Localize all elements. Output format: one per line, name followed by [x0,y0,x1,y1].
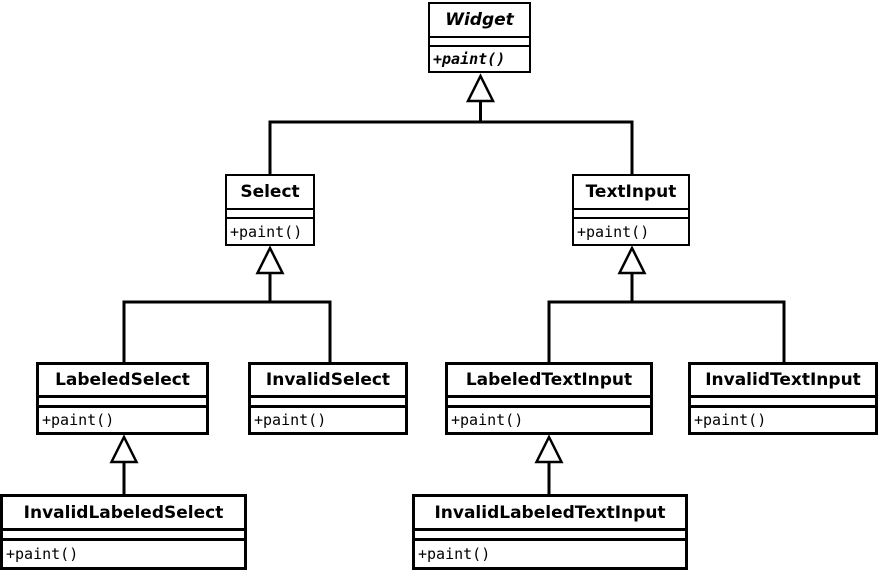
operation-label: +paint() [694,411,767,429]
class-name: LabeledSelect [39,365,206,398]
edge-line [268,101,634,174]
attributes-compartment [448,398,650,408]
class-box-invalidselect: InvalidSelect +paint() [248,362,408,435]
generalization-to-select [122,245,332,362]
hollow-triangle-arrowhead [534,434,564,464]
generalization-to-labeledtextinput [534,434,564,494]
class-name: LabeledTextInput [448,365,650,398]
operation-label: +paint() [254,411,327,429]
class-name: InvalidLabeledTextInput [415,497,685,531]
hollow-triangle-arrowhead [255,245,285,275]
class-box-invalidtextinput: InvalidTextInput +paint() [688,362,878,435]
class-name: InvalidSelect [251,365,405,398]
attributes-compartment [430,38,529,47]
class-box-labeledselect: LabeledSelect +paint() [36,362,209,435]
hollow-triangle-arrowhead [617,245,647,275]
generalization-to-labeledselect [109,434,139,494]
operation-label: +paint() [451,411,524,429]
class-name: InvalidLabeledSelect [3,497,244,531]
edge-line [547,273,786,362]
class-name: Widget [430,4,529,38]
hollow-triangle-arrowhead [109,434,139,464]
class-box-widget: Widget +paint() [428,2,531,73]
class-box-select: Select +paint() [225,174,315,246]
attributes-compartment [415,531,685,541]
attributes-compartment [691,398,875,408]
generalization-to-widget [268,73,634,174]
class-name: Select [227,176,313,210]
edge-line [122,273,332,362]
operation-label: +paint() [230,222,303,241]
class-name: TextInput [574,176,688,210]
operation-label: +paint() [433,50,506,68]
operation-label: +paint() [418,545,491,563]
class-box-labeledtextinput: LabeledTextInput +paint() [445,362,653,435]
attributes-compartment [227,210,313,219]
attributes-compartment [574,210,688,219]
operation-label: +paint() [42,411,115,429]
attributes-compartment [251,398,405,408]
hollow-triangle-arrowhead [465,73,496,103]
operation-label: +paint() [577,222,650,241]
attributes-compartment [3,531,244,541]
class-box-textinput: TextInput +paint() [572,174,690,246]
class-name: InvalidTextInput [691,365,875,398]
operation-label: +paint() [6,545,79,563]
generalization-to-textinput [547,245,786,362]
class-box-invalidlabeledselect: InvalidLabeledSelect +paint() [0,494,247,570]
class-box-invalidlabeledtextinput: InvalidLabeledTextInput +paint() [412,494,688,570]
attributes-compartment [39,398,206,408]
